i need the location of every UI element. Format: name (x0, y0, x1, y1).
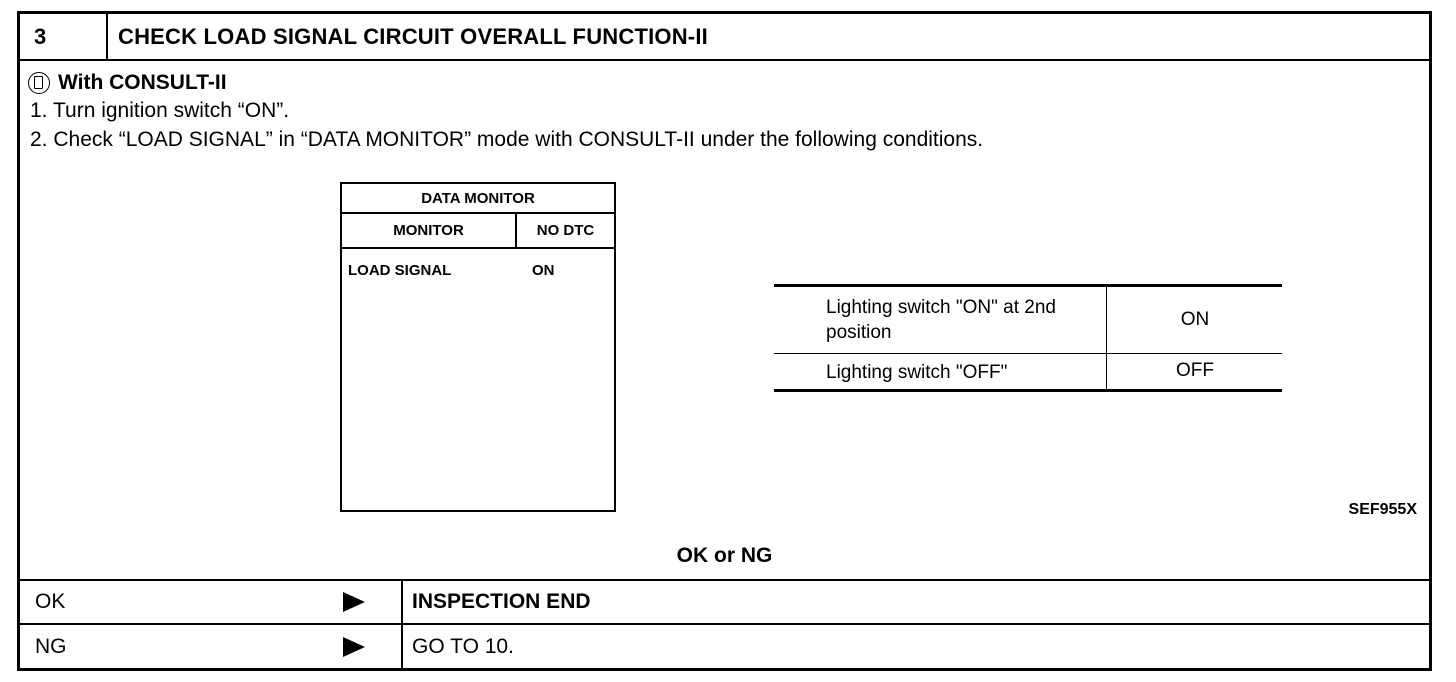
step-body: With CONSULT-II 1. Turn ignition switch … (20, 61, 1429, 579)
outcome-action: GO TO 10. (412, 634, 514, 658)
table-rule-bottom (774, 389, 1282, 392)
consult-icon (28, 72, 50, 94)
table-rule-top (774, 284, 1282, 287)
outcome-label: OK (35, 590, 66, 613)
arrow-right-icon (343, 636, 365, 657)
conditions-table: Lighting switch "ON" at 2nd position ON … (774, 284, 1282, 394)
step-title: CHECK LOAD SIGNAL CIRCUIT OVERALL FUNCTI… (118, 24, 708, 49)
outcome-label: NG (35, 634, 67, 658)
arrow-right-icon (343, 592, 365, 612)
load-signal-label: LOAD SIGNAL (348, 262, 452, 279)
data-monitor-title: DATA MONITOR (342, 184, 614, 214)
outcome-action: INSPECTION END (412, 590, 591, 613)
table-rule-middle (774, 353, 1282, 354)
step-header: 3 CHECK LOAD SIGNAL CIRCUIT OVERALL FUNC… (20, 14, 1429, 61)
condition-value-cell: OFF (1176, 360, 1214, 381)
method-line: With CONSULT-II (28, 70, 227, 96)
figure-code: SEF955X (1348, 501, 1417, 518)
result-prompt: OK or NG (676, 544, 773, 567)
load-signal-value: ON (532, 262, 555, 279)
procedure-frame: 3 CHECK LOAD SIGNAL CIRCUIT OVERALL FUNC… (17, 11, 1432, 671)
data-monitor-header: MONITOR NO DTC (342, 214, 614, 249)
condition-cell: Lighting switch "ON" at 2nd position (826, 297, 1056, 343)
outcome-divider (401, 581, 403, 623)
table-column-divider (1106, 287, 1107, 389)
step-number: 3 (20, 14, 108, 59)
monitor-column-header: MONITOR (342, 214, 517, 247)
condition-value-cell: ON (1180, 309, 1210, 330)
instruction-2: 2. Check “LOAD SIGNAL” in “DATA MONITOR”… (30, 128, 984, 151)
condition-cell: Lighting switch "OFF" (826, 362, 1008, 383)
outcome-row-ng: NG GO TO 10. (20, 623, 1429, 668)
data-monitor-screen: DATA MONITOR MONITOR NO DTC LOAD SIGNAL … (340, 182, 616, 512)
instruction-1: 1. Turn ignition switch “ON”. (30, 99, 290, 122)
outcome-divider (401, 625, 403, 668)
outcome-row-ok: OK INSPECTION END (20, 579, 1429, 623)
status-column-header: NO DTC (536, 222, 595, 239)
method-label: With CONSULT-II (58, 71, 227, 94)
